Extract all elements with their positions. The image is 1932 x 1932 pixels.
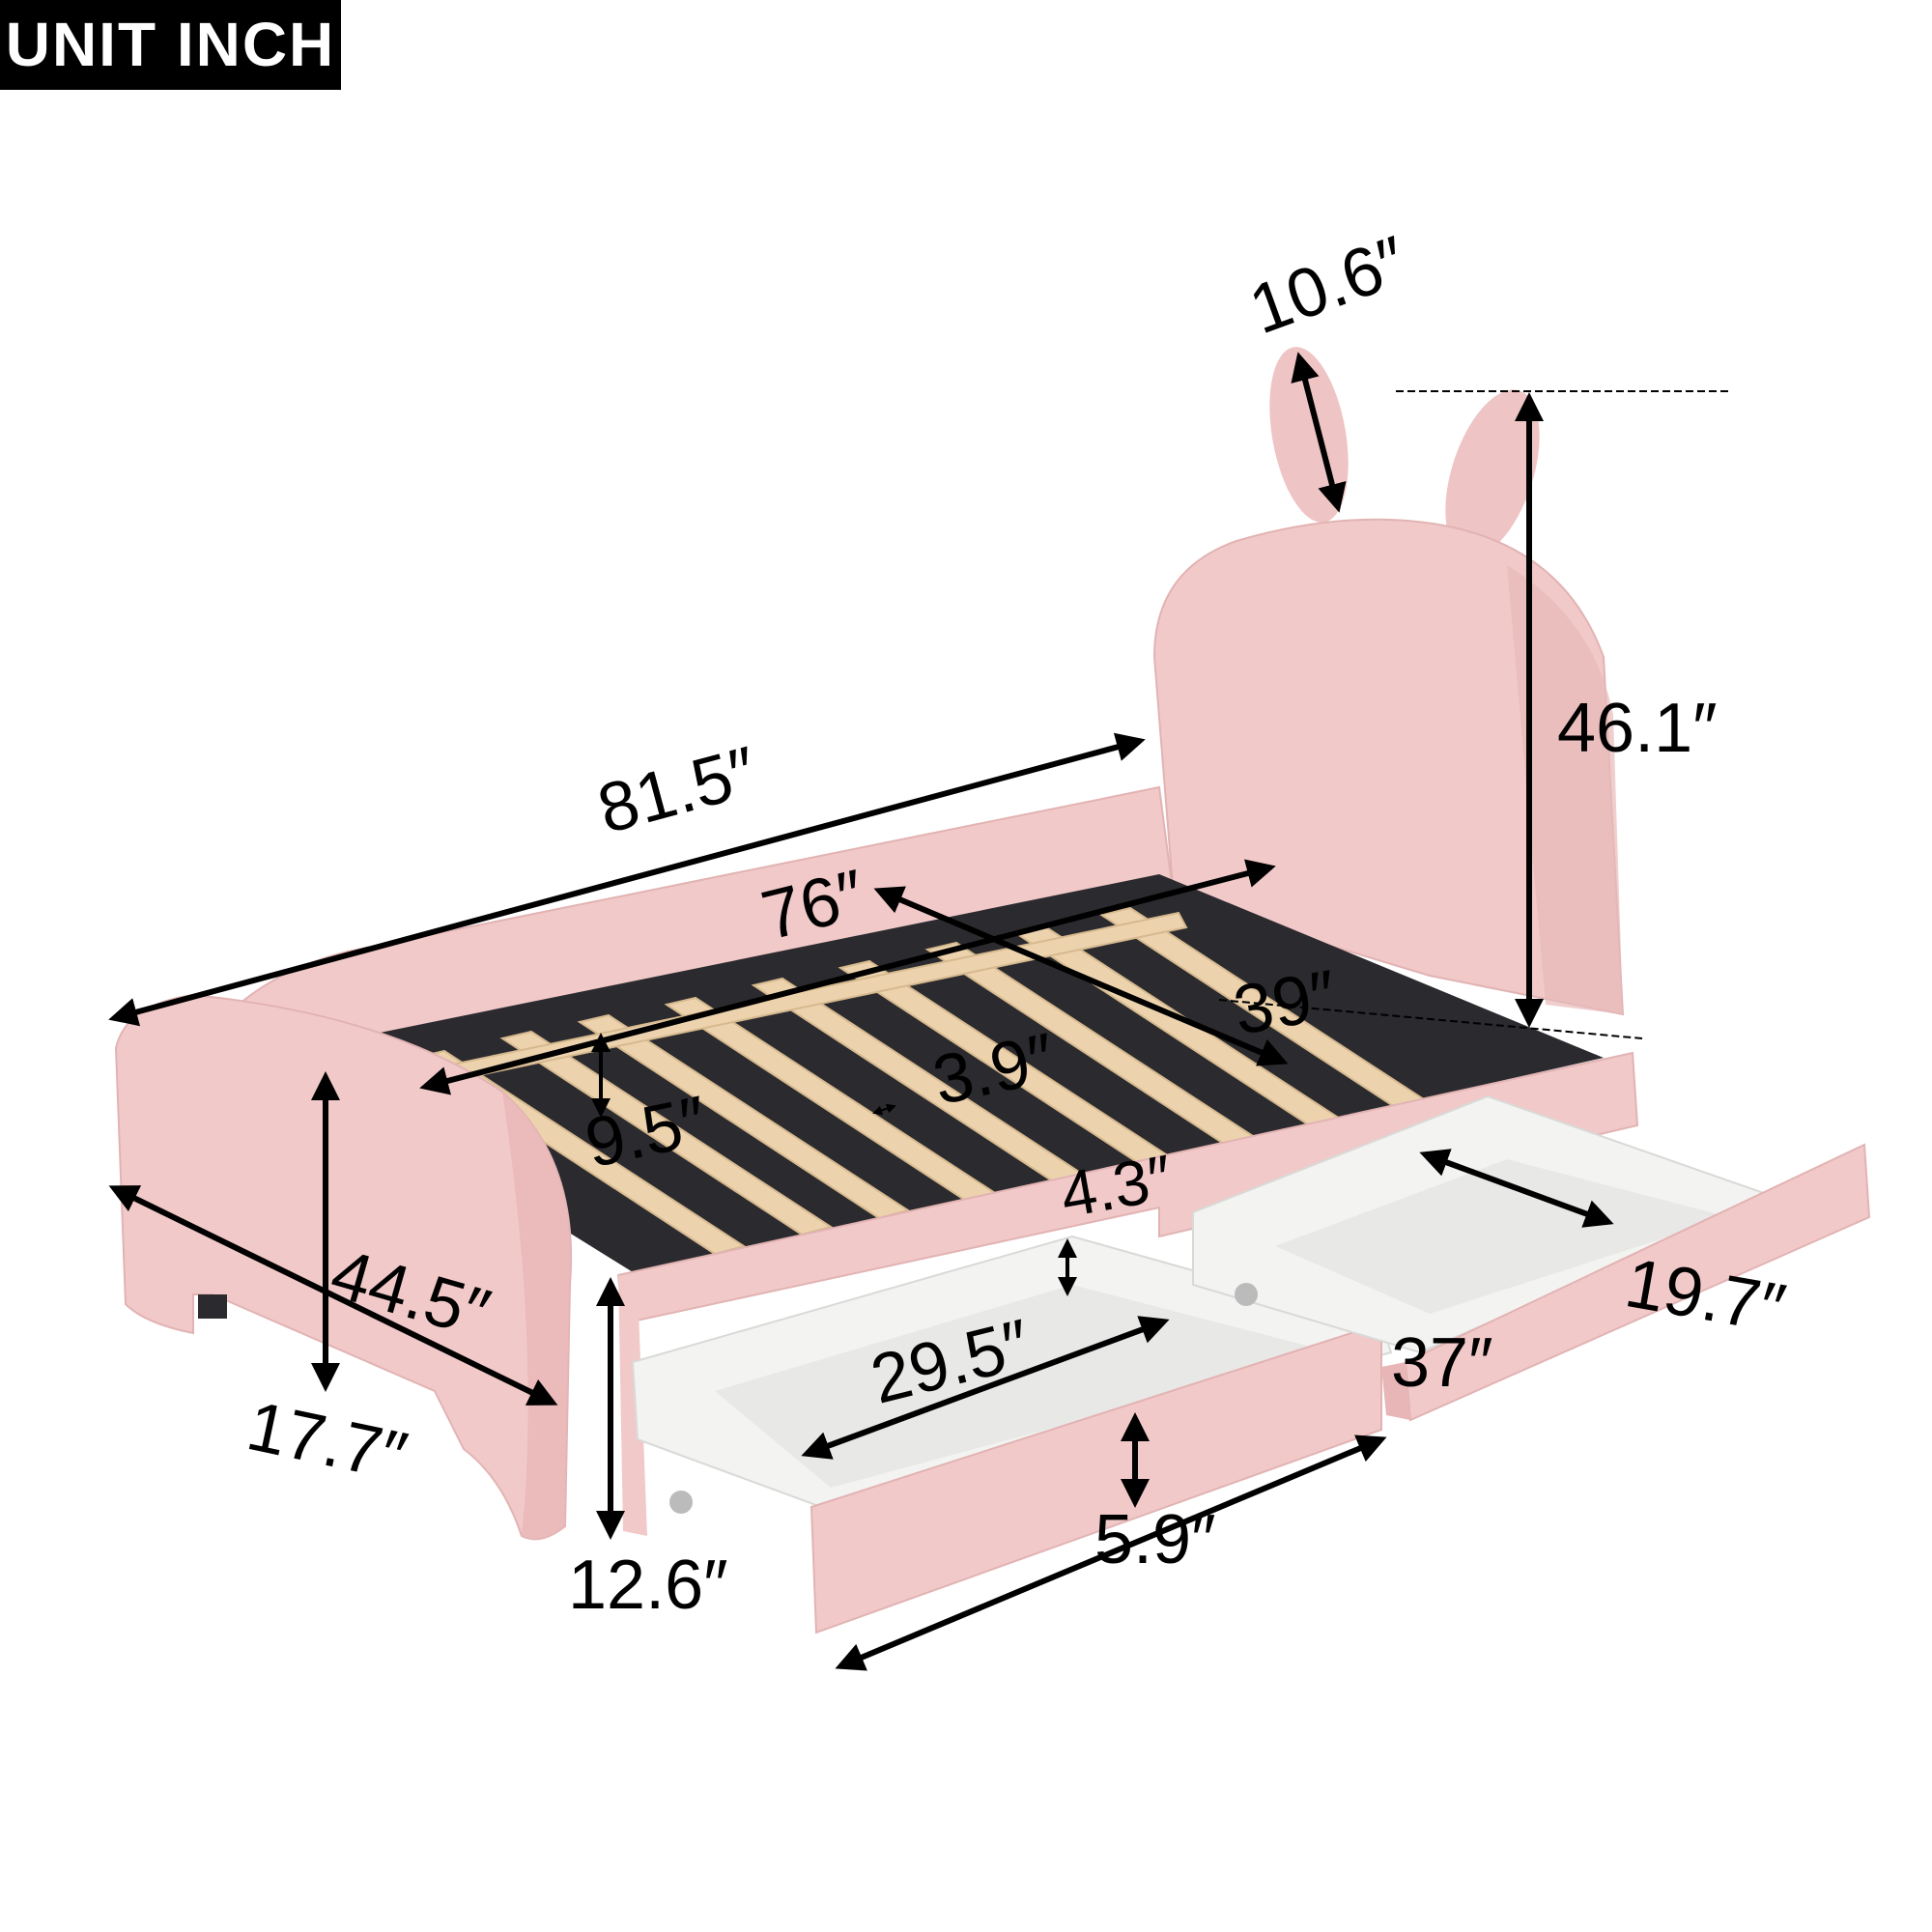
dim-inner-width: 39″ — [1228, 955, 1343, 1050]
dim-drawer-depth: 4.3″ — [1055, 1141, 1178, 1231]
dim-floor-clearance: 12.6″ — [568, 1547, 728, 1624]
unit-badge: UNIT INCH — [0, 0, 341, 90]
dim-overall-height: 46.1″ — [1557, 690, 1718, 767]
dim-drawer-length: 37″ — [1391, 1324, 1493, 1402]
dim-drawer-front-height: 5.9″ — [1094, 1501, 1216, 1578]
reference-lines — [1218, 390, 1729, 1039]
dimension-arrows — [108, 352, 1614, 1671]
